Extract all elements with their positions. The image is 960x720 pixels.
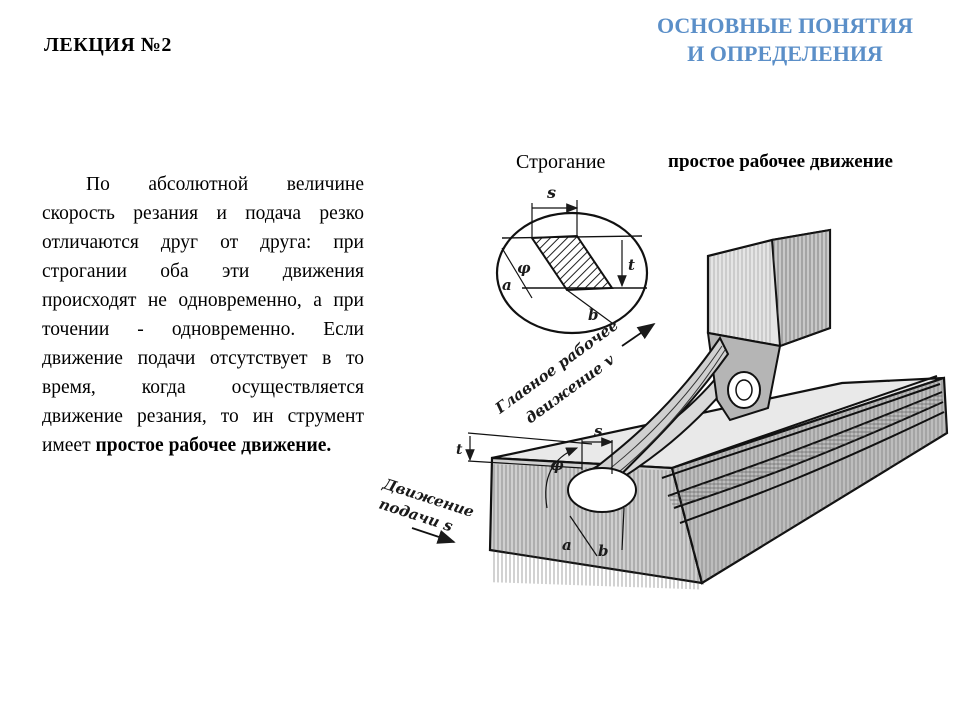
- workpiece: [488, 356, 949, 590]
- symbol-b-bottom: b: [598, 542, 609, 560]
- symbol-t-bottom: t: [456, 442, 463, 458]
- body-paragraph: По абсолютной величине скорость резания …: [42, 170, 364, 460]
- symbol-phi-top: φ: [517, 259, 531, 277]
- topic-title: ОСНОВНЫЕ ПОНЯТИЯ И ОПРЕДЕЛЕНИЯ: [630, 12, 940, 68]
- planing-tool: [706, 228, 832, 422]
- section-inset-bottom: t s φ a b: [456, 422, 637, 560]
- symbol-phi-bottom: φ: [550, 456, 564, 474]
- topic-title-line-2: И ОПРЕДЕЛЕНИЯ: [687, 41, 883, 66]
- figure-caption-simple-motion: простое рабочее движение: [668, 151, 893, 172]
- body-text-bold: простое рабочее движение.: [95, 435, 332, 456]
- planing-diagram: s t a φ b t s φ a b: [377, 183, 949, 590]
- lecture-label: ЛЕКЦИЯ №2: [44, 34, 172, 56]
- topic-title-line-1: ОСНОВНЫЕ ПОНЯТИЯ: [657, 13, 913, 38]
- symbol-a-top: a: [502, 276, 512, 294]
- symbol-b-top: b: [588, 306, 599, 324]
- feed-motion-label: Движение подачи s: [377, 474, 476, 544]
- symbol-s-top: s: [546, 183, 556, 202]
- symbol-s-bottom: s: [594, 422, 603, 440]
- body-text-main: По абсолютной величине скорость резания …: [42, 174, 364, 456]
- section-inset-top: s t a φ b: [495, 183, 649, 335]
- symbol-a-bottom: a: [562, 536, 572, 554]
- symbol-t-top: t: [628, 256, 635, 274]
- figure-caption-planing: Строгание: [516, 151, 606, 173]
